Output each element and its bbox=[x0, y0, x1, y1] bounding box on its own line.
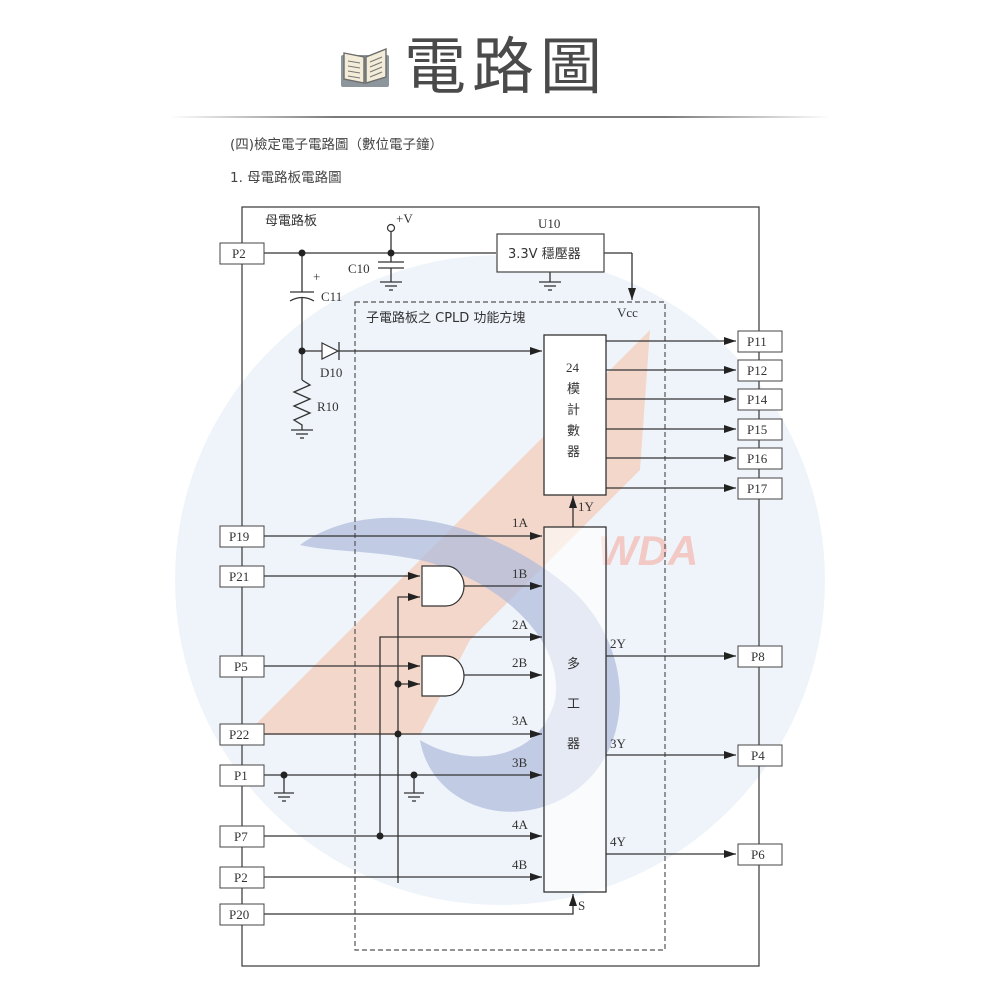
svg-text:P2: P2 bbox=[234, 870, 248, 885]
mux-text-2: 工 bbox=[567, 697, 580, 712]
book-icon bbox=[341, 47, 389, 87]
svg-text:P12: P12 bbox=[747, 363, 767, 378]
regulator-label: 3.3V 穩壓器 bbox=[508, 247, 581, 262]
svg-text:P14: P14 bbox=[747, 392, 768, 407]
c11-polarity: + bbox=[313, 269, 320, 284]
pin-left-8: P20 bbox=[219, 903, 265, 926]
svg-text:P17: P17 bbox=[747, 481, 768, 496]
label-3b: 3B bbox=[512, 755, 528, 770]
watermark-logo: WDA bbox=[175, 255, 825, 905]
section-heading: (四)檢定電子電路圖（數位電子鐘） bbox=[230, 137, 444, 153]
pin-right-5: P17 bbox=[737, 477, 783, 500]
counter-text-5: 器 bbox=[567, 445, 580, 460]
cpld-block-outline bbox=[354, 301, 666, 951]
svg-text:P8: P8 bbox=[751, 649, 765, 664]
right-pins: P11 P12 P14 P15 P16 P17 P8 P4 P6 bbox=[737, 330, 783, 866]
c11-label: C11 bbox=[321, 289, 342, 304]
counter-text-1: 24 bbox=[566, 360, 580, 375]
label-4b: 4B bbox=[512, 857, 528, 872]
label-2a: 2A bbox=[512, 617, 529, 632]
label-3y: 3Y bbox=[610, 736, 627, 751]
svg-text:P4: P4 bbox=[751, 748, 765, 763]
svg-text:P19: P19 bbox=[229, 529, 249, 544]
svg-text:P6: P6 bbox=[751, 847, 765, 862]
regulator-ref: U10 bbox=[538, 216, 560, 231]
pin-left-6: P7 bbox=[219, 825, 265, 848]
and-gate-2 bbox=[421, 655, 465, 697]
pin-right-3: P15 bbox=[737, 418, 783, 441]
counter-text-4: 數 bbox=[567, 424, 580, 439]
label-4a: 4A bbox=[512, 817, 529, 832]
vcc-label: Vcc bbox=[617, 305, 638, 320]
svg-text:P22: P22 bbox=[229, 727, 249, 742]
and-gate-1 bbox=[421, 565, 465, 607]
pin-left-0: P2 bbox=[219, 242, 265, 265]
regulator-u10 bbox=[496, 233, 605, 273]
counter-text-3: 計 bbox=[567, 402, 580, 418]
svg-text:P16: P16 bbox=[747, 451, 768, 466]
svg-text:P15: P15 bbox=[747, 422, 767, 437]
pin-left-3: P5 bbox=[219, 655, 265, 678]
label-2b: 2B bbox=[512, 655, 528, 670]
svg-text:P2: P2 bbox=[232, 246, 246, 261]
svg-text:P11: P11 bbox=[747, 334, 767, 349]
pin-left-2: P21 bbox=[219, 565, 265, 588]
c10-label: C10 bbox=[348, 261, 370, 276]
pin-left-5: P1 bbox=[219, 764, 265, 787]
pin-right-6: P8 bbox=[737, 645, 783, 668]
label-1y: 1Y bbox=[578, 499, 595, 514]
pin-left-4: P22 bbox=[219, 723, 265, 746]
mother-board-label: 母電路板 bbox=[265, 213, 317, 229]
counter-text-2: 模 bbox=[567, 382, 580, 397]
multiplexer-block bbox=[543, 526, 607, 893]
pin-right-4: P16 bbox=[737, 447, 783, 470]
section-subheading: 1. 母電路板電路圖 bbox=[230, 170, 342, 186]
label-2y: 2Y bbox=[610, 636, 627, 651]
d10-label: D10 bbox=[320, 365, 342, 380]
pin-right-2: P14 bbox=[737, 388, 783, 411]
pin-right-8: P6 bbox=[737, 843, 783, 866]
svg-text:P20: P20 bbox=[229, 907, 249, 922]
supply-label: +V bbox=[396, 211, 413, 226]
page-title: 電路圖 bbox=[404, 30, 609, 103]
svg-text:P21: P21 bbox=[229, 569, 249, 584]
pin-right-1: P12 bbox=[737, 359, 783, 382]
label-select: S bbox=[578, 898, 585, 913]
diode-d10 bbox=[321, 342, 542, 360]
svg-text:P7: P7 bbox=[234, 829, 248, 844]
label-1a: 1A bbox=[512, 515, 529, 530]
label-4y: 4Y bbox=[610, 834, 627, 849]
label-1b: 1B bbox=[512, 566, 528, 581]
supply-terminal bbox=[386, 223, 396, 233]
pin-left-7: P2 bbox=[219, 866, 265, 889]
watermark-text: WDA bbox=[598, 527, 698, 574]
svg-text:P5: P5 bbox=[234, 659, 248, 674]
cpld-block-label: 子電路板之 CPLD 功能方塊 bbox=[366, 310, 525, 326]
svg-text:P1: P1 bbox=[234, 768, 248, 783]
mux-text-1: 多 bbox=[567, 656, 580, 672]
label-3a: 3A bbox=[512, 713, 529, 728]
left-pins: P2 P19 P21 P5 P22 P1 P7 P2 P20 bbox=[219, 242, 265, 926]
header-title-group: 電路圖 bbox=[338, 22, 608, 112]
pin-left-1: P19 bbox=[219, 525, 265, 548]
header-divider bbox=[170, 116, 830, 118]
page-header: 電路圖 bbox=[0, 0, 1000, 118]
pin-right-0: P11 bbox=[737, 330, 783, 353]
counter-block bbox=[543, 334, 607, 496]
pin-right-7: P4 bbox=[737, 744, 783, 767]
mux-text-3: 器 bbox=[567, 737, 580, 752]
r10-label: R10 bbox=[317, 399, 339, 414]
